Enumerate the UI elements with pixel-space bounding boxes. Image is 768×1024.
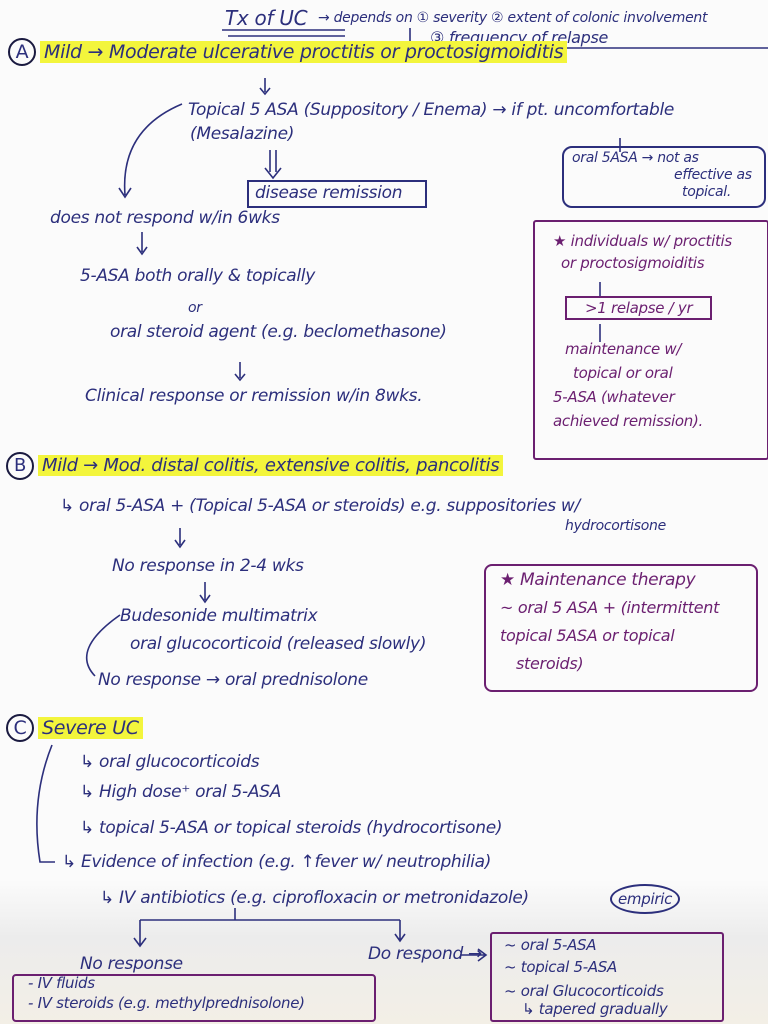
note-line: 5-ASA (whatever bbox=[553, 388, 675, 406]
oral-5asa-box: oral 5ASA → not as effective as topical. bbox=[562, 146, 766, 208]
prednisolone-text: No response → oral prednisolone bbox=[98, 670, 368, 690]
section-a-label: A bbox=[8, 38, 36, 66]
box-line: effective as bbox=[674, 167, 752, 183]
arrow-down bbox=[264, 150, 282, 180]
curve-arrow bbox=[85, 614, 121, 677]
arrow-right bbox=[460, 948, 488, 962]
arrow-down bbox=[136, 232, 148, 256]
curve-arrow bbox=[118, 103, 183, 199]
glucocorticoid-text: oral glucocorticoid (released slowly) bbox=[130, 634, 427, 654]
depends-text: → depends on ① severity ② extent of colo… bbox=[318, 10, 708, 26]
mesalazine-text: (Mesalazine) bbox=[190, 124, 295, 144]
iv-antibiotics-text: ↳ IV antibiotics (e.g. ciprofloxacin or … bbox=[100, 888, 529, 908]
note-line: ~ oral 5 ASA + (intermittent bbox=[500, 598, 720, 617]
infection-text: ↳ Evidence of infection (e.g. ↑fever w/ … bbox=[62, 852, 492, 872]
empiric-label: empiric bbox=[610, 884, 681, 914]
arrow-down bbox=[199, 582, 211, 604]
list-item: ~ oral 5-ASA bbox=[504, 936, 597, 954]
steroid-text: oral steroid agent (e.g. beclomethasone) bbox=[110, 322, 447, 342]
note-line: or proctosigmoiditis bbox=[561, 254, 705, 272]
no-response-box: - IV fluids - IV steroids (e.g. methylpr… bbox=[12, 974, 376, 1022]
list-item: ~ oral Glucocorticoids bbox=[504, 982, 664, 1000]
section-b-label: B bbox=[6, 452, 34, 480]
budesonide-text: Budesonide multimatrix bbox=[120, 606, 318, 626]
list-item: - IV fluids bbox=[28, 974, 95, 992]
note-line: maintenance w/ bbox=[565, 340, 682, 358]
section-a-title: Mild → Moderate ulcerative proctitis or … bbox=[40, 41, 568, 63]
branch bbox=[133, 908, 406, 948]
maintenance-note-box: ★ Maintenance therapy ~ oral 5 ASA + (in… bbox=[484, 564, 758, 692]
arrow-down bbox=[259, 78, 271, 96]
title-underline bbox=[222, 29, 345, 37]
severe-bracket bbox=[36, 744, 55, 863]
box-line: oral 5ASA → not as bbox=[572, 150, 699, 166]
section-c-title: Severe UC bbox=[38, 717, 143, 739]
box-line: topical. bbox=[682, 184, 732, 200]
list-item: ↳ tapered gradually bbox=[522, 1000, 668, 1018]
list-item: ~ topical 5-ASA bbox=[504, 958, 617, 976]
or-text: or bbox=[188, 300, 202, 316]
no-response-label: No response bbox=[80, 954, 183, 974]
severe-item: ↳ High dose⁺ oral 5-ASA bbox=[80, 782, 282, 802]
do-respond-box: ~ oral 5-ASA ~ topical 5-ASA ~ oral Gluc… bbox=[490, 932, 724, 1022]
note-line: topical 5ASA or topical bbox=[500, 626, 675, 645]
severe-item: ↳ topical 5-ASA or topical steroids (hyd… bbox=[80, 818, 503, 838]
note-line: ★ Maintenance therapy bbox=[500, 570, 696, 590]
arrow-down bbox=[234, 362, 246, 382]
relapse-note-box: ★ individuals w/ proctitis or proctosigm… bbox=[533, 220, 768, 460]
list-item: - IV steroids (e.g. methylprednisolone) bbox=[28, 994, 305, 1012]
note-line: topical or oral bbox=[573, 364, 673, 382]
section-c-label: C bbox=[6, 714, 34, 742]
no-respond-text: does not respond w/in 6wks bbox=[50, 208, 280, 228]
do-respond-label: Do respond → bbox=[368, 944, 483, 964]
both-text: 5-ASA both orally & topically bbox=[80, 266, 315, 286]
remission-box: disease remission bbox=[247, 180, 427, 208]
note-line: achieved remission). bbox=[553, 412, 704, 430]
page-title: Tx of UC bbox=[225, 6, 308, 30]
remission-text: disease remission bbox=[255, 183, 403, 203]
clinical-text: Clinical response or remission w/in 8wks… bbox=[85, 386, 423, 406]
note-line: >1 relapse / yr bbox=[565, 296, 713, 320]
severe-item: ↳ oral glucocorticoids bbox=[80, 752, 260, 772]
topical-text: Topical 5 ASA (Suppository / Enema) → if… bbox=[188, 100, 675, 120]
note-line: ★ individuals w/ proctitis bbox=[553, 232, 732, 250]
note-line: steroids) bbox=[516, 654, 584, 673]
arrow-down bbox=[174, 528, 186, 549]
section-b-title: Mild → Mod. distal colitis, extensive co… bbox=[38, 455, 504, 476]
hydrocortisone-text: hydrocortisone bbox=[565, 518, 666, 534]
oral-combo-text: ↳ oral 5-ASA + (Topical 5-ASA or steroid… bbox=[60, 496, 580, 516]
no-response-text: No response in 2-4 wks bbox=[112, 556, 304, 576]
